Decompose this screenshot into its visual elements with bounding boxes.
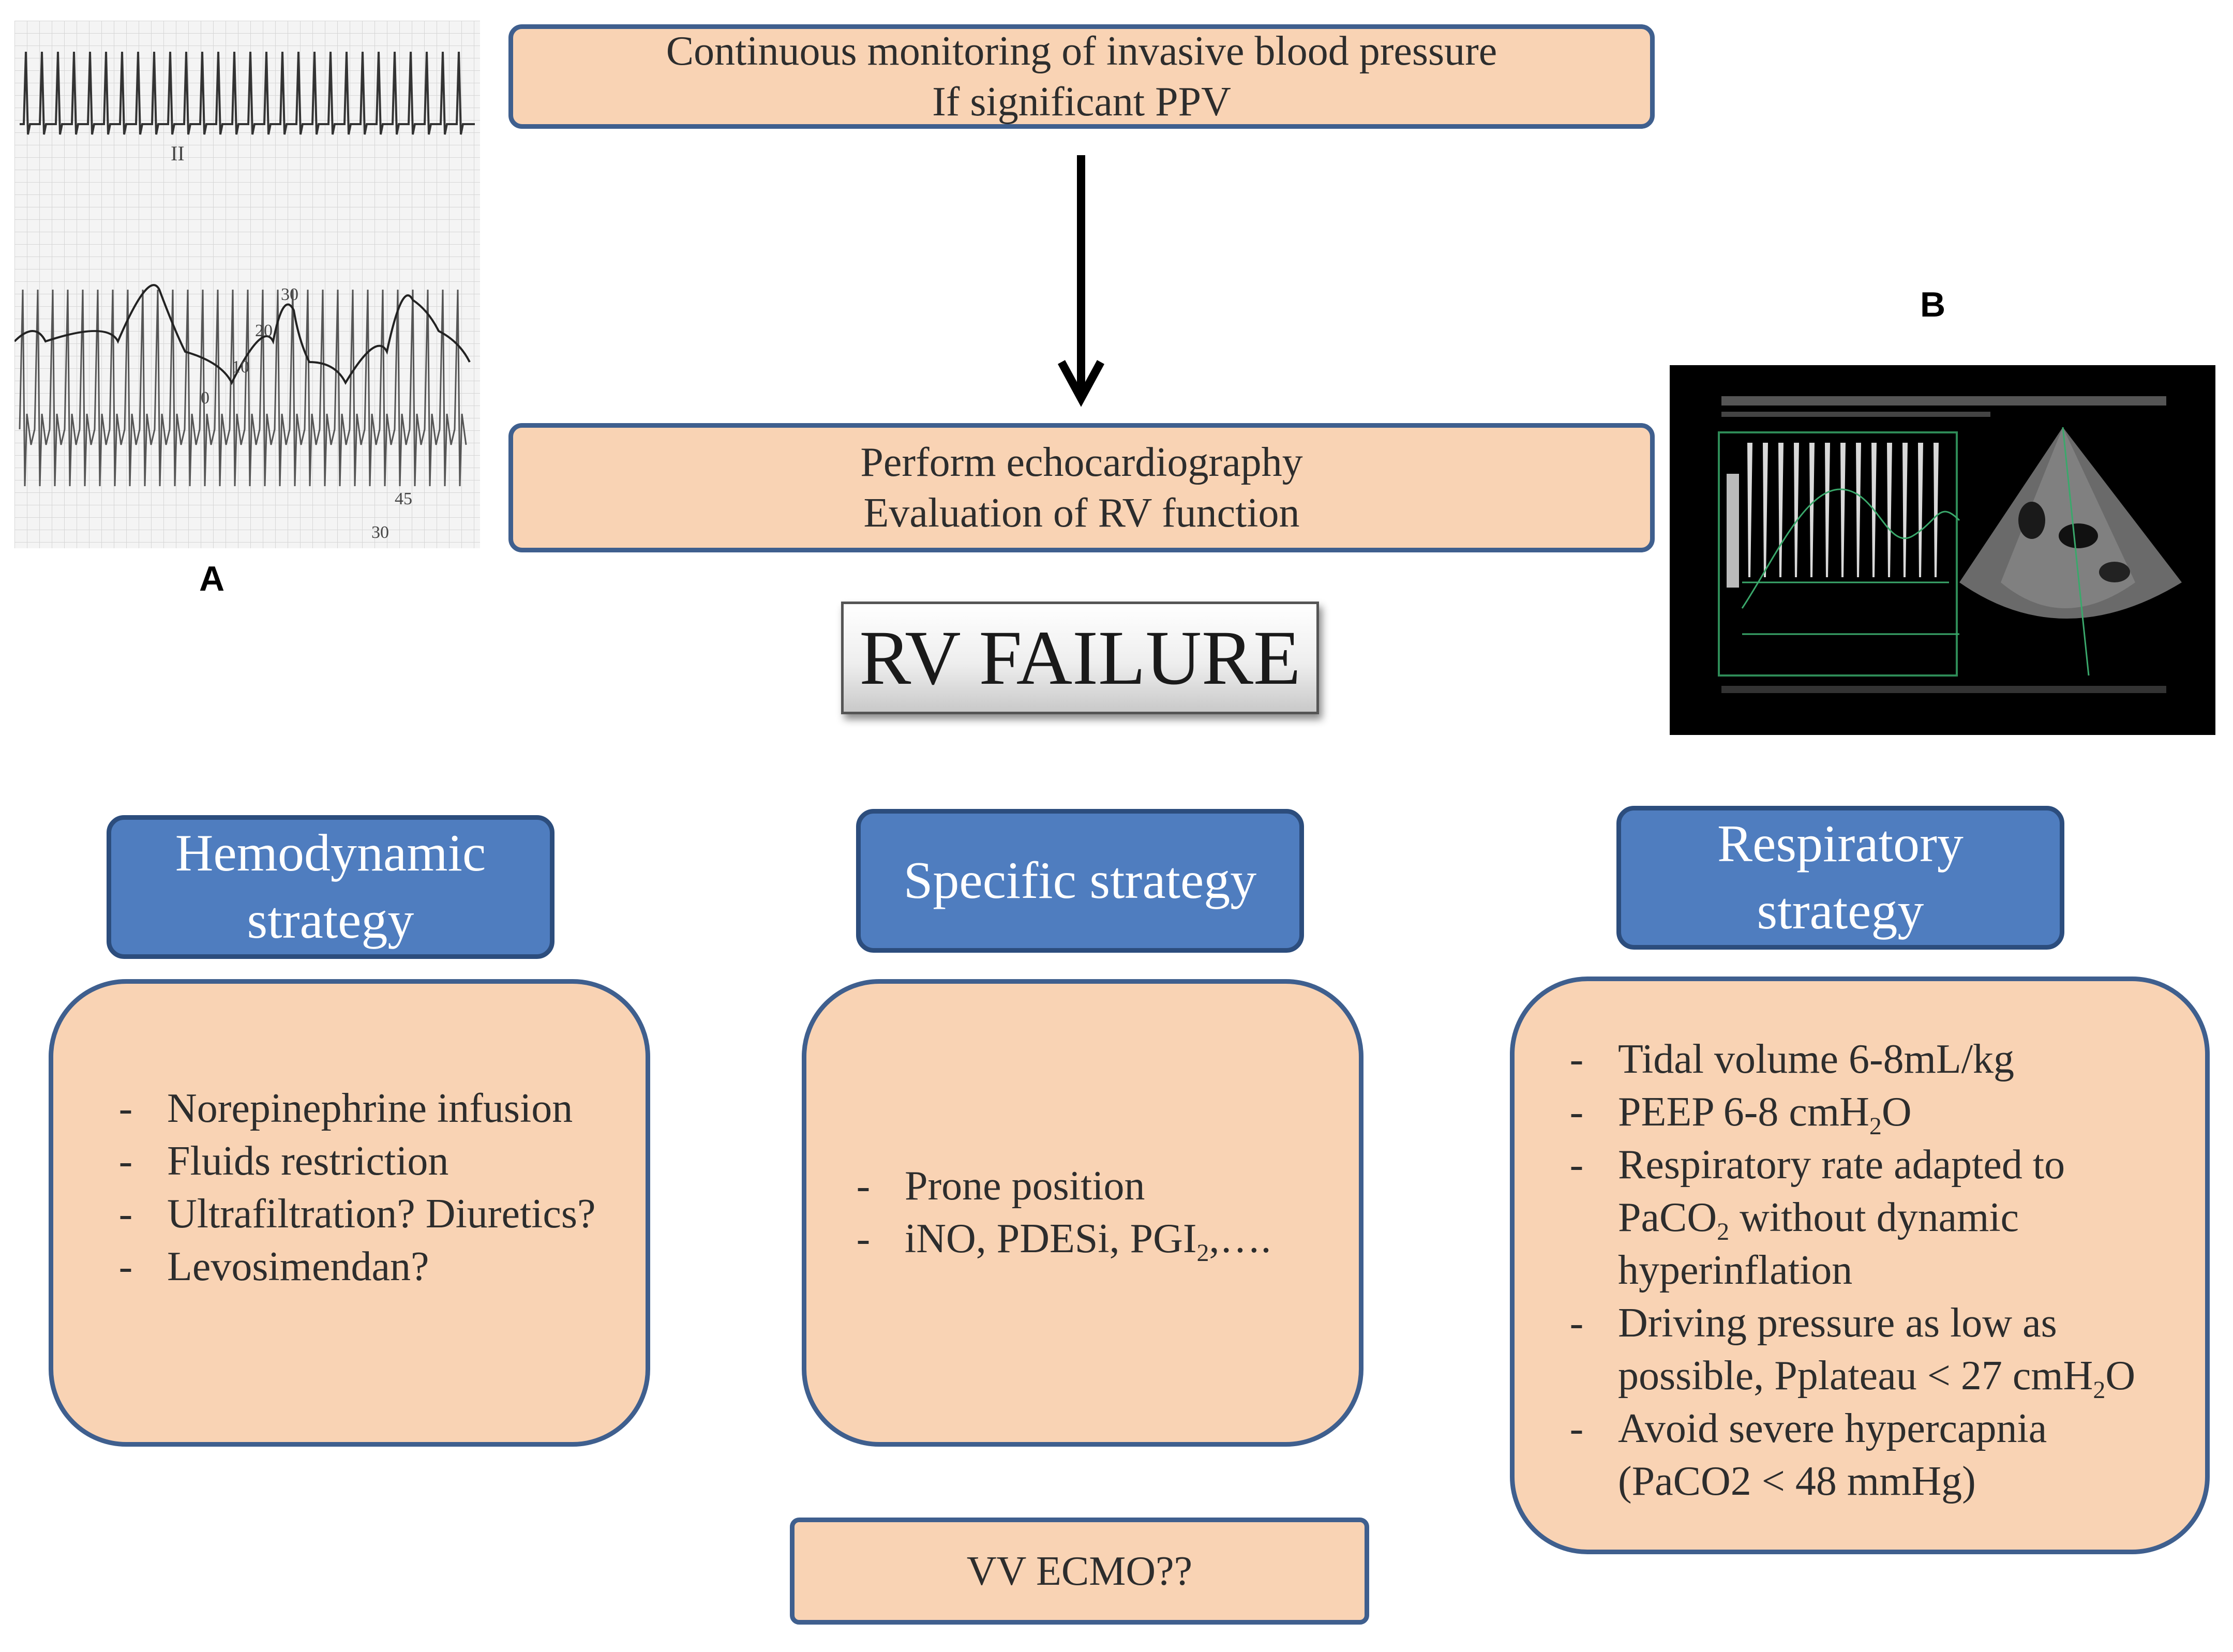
list-item: -Tidal volume 6-8mL/kg: [1535, 1033, 2135, 1086]
list-item: - Driving pressure as low as possible, P…: [1535, 1297, 2136, 1404]
list-item: -PEEP 6-8 cmH2O: [1535, 1086, 2135, 1140]
respiratory-item-line: PaCO2 without dynamic: [1618, 1191, 2135, 1244]
list-marker: -: [856, 1163, 871, 1209]
hemodynamic-strategy-header: Hemodynamic strategy: [107, 815, 554, 959]
echo-line-1: Perform echocardiography: [860, 440, 1303, 485]
vv-ecmo-label: VV ECMO??: [966, 1548, 1193, 1594]
doppler-echo-graphic: [1670, 365, 2215, 735]
list-item: -Norepinephrine infusion: [84, 1082, 596, 1135]
list-item: -Ultrafiltration? Diuretics?: [84, 1188, 596, 1240]
respiratory-item-text: possible, Pplateau < 27 cmH: [1618, 1353, 2093, 1399]
respiratory-item-line: (PaCO2 < 48 mmHg): [1618, 1459, 1976, 1504]
doppler-spike: [1856, 443, 1861, 577]
doppler-spike: [1825, 443, 1830, 577]
respiratory-strategy-box: -Tidal volume 6-8mL/kg -PEEP 6-8 cmH2O -…: [1510, 977, 2210, 1554]
list-marker: -: [118, 1191, 133, 1237]
respiratory-item-line: hyperinflation: [1618, 1248, 1853, 1293]
ecg-tracing-graphic: II 30 20 10 0 45 30: [13, 21, 480, 548]
hemodynamic-item-text: Norepinephrine infusion: [167, 1086, 573, 1131]
ecg-pressure-tracing: II 30 20 10 0 45 30: [13, 21, 480, 548]
respiratory-header-line-2: strategy: [1757, 882, 1924, 940]
respiratory-item-suffix: O: [1881, 1089, 1912, 1135]
respiratory-strategy-header: Respiratory strategy: [1616, 806, 2064, 950]
list-item: -Prone position: [822, 1160, 1271, 1212]
rv-failure-title: RV FAILURE: [841, 602, 1319, 714]
respiratory-item-line: Avoid severe hypercapnia: [1618, 1406, 2047, 1451]
subscript: 2: [2093, 1376, 2106, 1404]
specific-header-label: Specific strategy: [903, 851, 1257, 910]
doppler-spike: [1918, 443, 1923, 577]
list-marker: -: [1569, 1089, 1584, 1135]
scale-label: 45: [395, 489, 412, 508]
respiratory-item-line: Driving pressure as low as: [1618, 1300, 2057, 1346]
doppler-spike: [1809, 443, 1815, 577]
respiratory-item-text: Tidal volume 6-8mL/kg: [1618, 1037, 2014, 1082]
respiratory-item-text: PaCO: [1618, 1195, 1717, 1240]
specific-item-suffix: ,….: [1209, 1216, 1271, 1261]
respiratory-header-line-1: Respiratory: [1717, 815, 1964, 873]
scale-label: 20: [255, 321, 273, 340]
respiratory-item-suffix: without dynamic: [1729, 1195, 2019, 1240]
hemodynamic-strategy-box: -Norepinephrine infusion -Fluids restric…: [49, 979, 650, 1447]
doppler-spike: [1794, 443, 1799, 577]
respiratory-item-suffix: O: [2105, 1353, 2136, 1399]
subscript: 2: [1196, 1239, 1209, 1267]
panel-label-b: B: [1920, 285, 1946, 324]
subscript: 2: [1869, 1113, 1882, 1140]
doppler-spike: [1840, 443, 1846, 577]
list-item: -Levosimendan?: [84, 1240, 596, 1293]
specific-item-text: Prone position: [905, 1163, 1145, 1209]
list-marker: -: [1569, 1300, 1584, 1346]
vv-ecmo-box: VV ECMO??: [790, 1518, 1369, 1625]
respiratory-item-list: -Tidal volume 6-8mL/kg -PEEP 6-8 cmH2O -…: [1535, 1033, 2135, 1508]
panel-label-a: A: [199, 559, 225, 598]
list-marker: -: [1569, 1406, 1584, 1451]
monitoring-line-1: Continuous monitoring of invasive blood …: [666, 28, 1497, 74]
hemodynamic-header-line-1: Hemodynamic: [175, 824, 486, 882]
respiratory-item-line: possible, Pplateau < 27 cmH2O: [1618, 1349, 2136, 1404]
specific-strategy-box: -Prone position -iNO, PDESi, PGI2,….: [802, 979, 1363, 1447]
specific-item-list: -Prone position -iNO, PDESi, PGI2,….: [822, 1160, 1271, 1267]
list-item: - Avoid severe hypercapnia (PaCO2 < 48 m…: [1535, 1402, 2135, 1508]
monitoring-line-2: If significant PPV: [932, 79, 1231, 125]
list-marker: -: [1569, 1142, 1584, 1188]
specific-item-text: iNO, PDESi, PGI: [905, 1216, 1197, 1261]
doppler-spike: [1778, 443, 1784, 577]
doppler-spike: [1902, 443, 1908, 577]
hemodynamic-item-list: -Norepinephrine infusion -Fluids restric…: [84, 1082, 596, 1293]
subscript: 2: [1717, 1218, 1730, 1245]
list-marker: -: [118, 1138, 133, 1184]
scale-label: 0: [201, 388, 209, 408]
list-marker: -: [856, 1216, 871, 1261]
respiratory-item-line: Respiratory rate adapted to: [1618, 1142, 2065, 1188]
doppler-spike: [1887, 443, 1892, 577]
hemodynamic-header-line-2: strategy: [247, 891, 414, 950]
list-marker: -: [118, 1086, 133, 1131]
ecg-lead-label: II: [171, 142, 185, 165]
echocardiography-image: [1670, 365, 2215, 735]
respiratory-item-text: PEEP 6-8 cmH: [1618, 1089, 1869, 1135]
hemodynamic-item-text: Fluids restriction: [167, 1138, 449, 1184]
hemodynamic-item-text: Ultrafiltration? Diuretics?: [167, 1191, 596, 1237]
scale-label: 30: [281, 285, 298, 304]
list-item: -Fluids restriction: [84, 1135, 596, 1188]
list-item: - Respiratory rate adapted to PaCO2 with…: [1535, 1138, 2135, 1297]
specific-strategy-header: Specific strategy: [856, 809, 1304, 953]
echocardiography-box: Perform echocardiography Evaluation of R…: [508, 423, 1655, 552]
down-arrow-icon: [1057, 155, 1105, 407]
list-marker: -: [1569, 1037, 1584, 1082]
hemodynamic-item-text: Levosimendan?: [167, 1244, 429, 1289]
scale-label: 10: [232, 357, 249, 377]
doppler-spike: [1763, 443, 1768, 577]
doppler-spike: [1934, 443, 1939, 577]
doppler-spike: [1747, 443, 1752, 577]
list-marker: -: [118, 1244, 133, 1289]
echo-line-2: Evaluation of RV function: [863, 490, 1300, 536]
monitoring-box: Continuous monitoring of invasive blood …: [508, 24, 1655, 129]
list-item: -iNO, PDESi, PGI2,….: [822, 1212, 1271, 1267]
scale-label: 30: [371, 523, 389, 542]
